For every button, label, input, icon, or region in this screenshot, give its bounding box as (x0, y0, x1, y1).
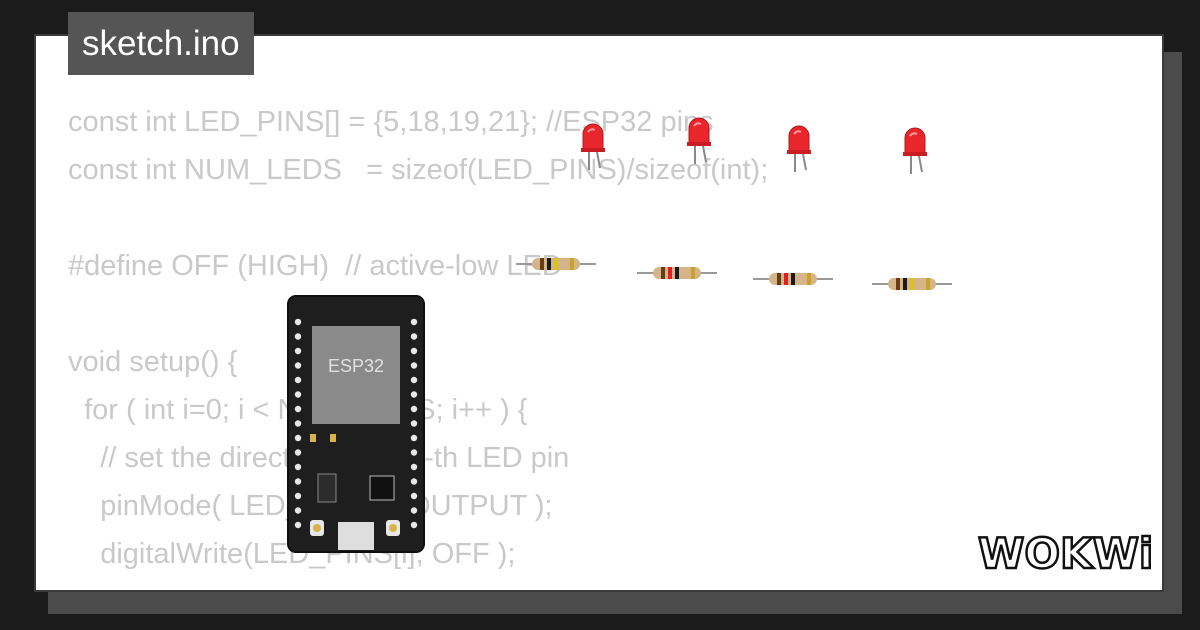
pin-hole (410, 492, 418, 500)
pin-header-left (294, 318, 302, 529)
code-line: const int NUM_LEDS = sizeof(LED_PINS)/si… (68, 154, 769, 186)
pin-hole (294, 420, 302, 427)
pin-hole (294, 478, 302, 485)
resistor-band (547, 258, 551, 270)
pin-hole (410, 318, 418, 326)
resistor-4[interactable] (872, 274, 952, 294)
led-3[interactable] (784, 124, 814, 174)
resistor-band (784, 273, 788, 285)
pin-hole (410, 478, 418, 485)
led-2[interactable] (684, 116, 714, 166)
code-line (68, 194, 768, 242)
pin-hole (294, 492, 302, 500)
esp32-chip (312, 326, 400, 424)
pin-hole (294, 362, 302, 369)
editor-card: const int LED_PINS[] = {5,18,19,21}; //E… (34, 34, 1164, 592)
code-line: void setup() { (68, 346, 238, 378)
resistor-band (896, 278, 900, 290)
led-1[interactable] (578, 122, 608, 172)
pin-hole (410, 333, 418, 340)
pin-hole (410, 463, 418, 471)
pin-hole (410, 420, 418, 427)
pin-hole (410, 391, 418, 398)
pin-hole (294, 333, 302, 340)
usb-port (338, 522, 374, 550)
esp32-board: ESP32 (287, 295, 425, 553)
pin-hole (294, 449, 302, 456)
resistor-band (540, 258, 544, 270)
resistor-band (668, 267, 672, 279)
pin-hole (410, 521, 418, 529)
pin-hole (294, 376, 302, 384)
code-line: const int LED_PINS[] = {5,18,19,21}; //E… (68, 106, 714, 138)
resistor-band (661, 267, 665, 279)
pin-hole (410, 376, 418, 384)
resistor-3[interactable] (753, 269, 833, 289)
pin-hole (294, 391, 302, 398)
wokwi-logo: WOKWi (977, 528, 1151, 578)
code-line: } (68, 578, 768, 590)
pin-hole (294, 318, 302, 326)
pin-hole (410, 405, 418, 413)
pin-hole (294, 347, 302, 355)
code-block: const int LED_PINS[] = {5,18,19,21}; //E… (68, 98, 769, 590)
resistor-band (903, 278, 907, 290)
code-line: #define OFF (HIGH) // active-low LED (68, 250, 563, 282)
resistor-band (777, 273, 781, 285)
resistor-2[interactable] (637, 263, 717, 283)
chip-label: ESP32 (328, 356, 384, 376)
voltage-regulator (317, 473, 337, 503)
pin-hole (410, 434, 418, 442)
pin-header-right (410, 318, 418, 529)
pin-hole (294, 405, 302, 413)
pin-hole (410, 362, 418, 369)
wokwi-logo-text: WOKWi (978, 529, 1151, 578)
usb-uart-chip (369, 475, 395, 501)
resistor-band (910, 278, 914, 290)
pin-hole (294, 521, 302, 529)
led-4[interactable] (900, 126, 930, 176)
pin-hole (410, 347, 418, 355)
pin-hole (294, 507, 302, 514)
resistor-1[interactable] (516, 254, 596, 274)
resistor-band (554, 258, 558, 270)
pin-hole (410, 507, 418, 514)
resistor-band (791, 273, 795, 285)
pin-hole (294, 463, 302, 471)
file-tab[interactable]: sketch.ino (68, 12, 254, 75)
resistor-band (675, 267, 679, 279)
pin-hole (294, 434, 302, 442)
pin-hole (410, 449, 418, 456)
